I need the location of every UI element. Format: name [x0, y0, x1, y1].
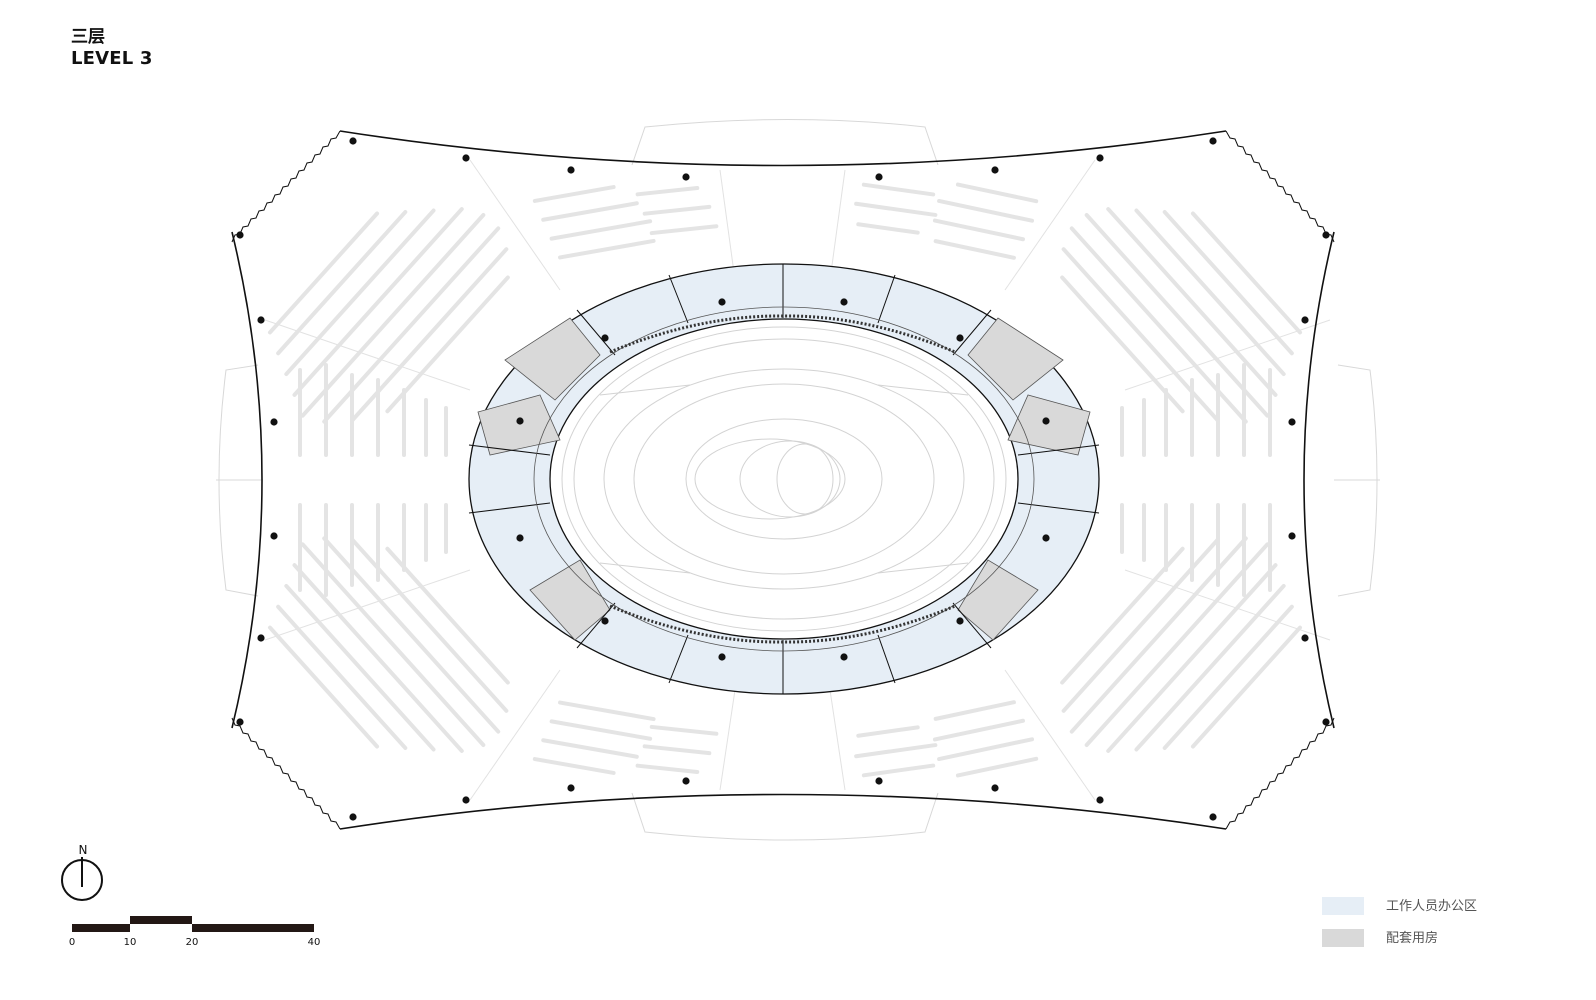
stepped-facade-se: [1225, 717, 1335, 830]
column-1: [349, 137, 357, 145]
central-bowl: [561, 326, 1007, 632]
column-40: [840, 653, 848, 661]
scale-tick-10: 10: [123, 937, 137, 948]
column-3: [567, 166, 575, 174]
column-21: [349, 813, 357, 821]
column-20: [1322, 718, 1330, 726]
scale-segment-3: [192, 924, 314, 932]
column-4: [682, 173, 690, 181]
structural-columns: [236, 137, 1330, 821]
column-24: [682, 777, 690, 785]
column-36: [1042, 534, 1050, 542]
column-25: [875, 777, 883, 785]
column-15: [1322, 231, 1330, 239]
stepped-facade-ne: [1225, 130, 1335, 243]
column-32: [956, 334, 964, 342]
title-chinese: 三层: [71, 27, 105, 47]
inner-serrated-edge: [609, 314, 956, 644]
column-18: [1288, 532, 1296, 540]
seating-rows: [267, 182, 1303, 778]
legend-swatch-office: [1322, 897, 1364, 915]
column-27: [1096, 796, 1104, 804]
column-26: [991, 784, 999, 792]
column-7: [1096, 154, 1104, 162]
drawing-title: 三层 LEVEL 3: [71, 26, 153, 70]
column-34: [1042, 417, 1050, 425]
column-37: [601, 617, 609, 625]
column-16: [1301, 316, 1309, 324]
stepped-facade-nw: [231, 130, 341, 243]
scale-segment-2: [130, 916, 192, 924]
seating-dividers: [264, 159, 1331, 801]
column-38: [956, 617, 964, 625]
column-12: [270, 532, 278, 540]
column-9: [236, 231, 244, 239]
legend-label-office: 工作人员办公区: [1386, 899, 1478, 914]
column-8: [1209, 137, 1217, 145]
scale-tick-40: 40: [307, 937, 321, 948]
column-13: [257, 634, 265, 642]
stepped-facade-sw: [231, 717, 341, 830]
north-label: N: [78, 843, 88, 857]
column-11: [270, 418, 278, 426]
column-22: [462, 796, 470, 804]
column-14: [236, 718, 244, 726]
column-29: [718, 298, 726, 306]
column-19: [1301, 634, 1309, 642]
legend-swatch-service: [1322, 929, 1364, 947]
column-23: [567, 784, 575, 792]
outer-boundary: [231, 130, 1335, 830]
column-30: [840, 298, 848, 306]
north-arrow: N: [60, 843, 106, 903]
entrance-bays: [216, 119, 1380, 841]
office-ring: [468, 263, 1100, 695]
scale-tick-20: 20: [185, 937, 199, 948]
column-10: [257, 316, 265, 324]
column-31: [601, 334, 609, 342]
column-33: [516, 417, 524, 425]
scale-bar: 0 10 20 40: [68, 914, 332, 954]
scale-segment-1: [72, 924, 130, 932]
column-39: [718, 653, 726, 661]
column-2: [462, 154, 470, 162]
column-5: [875, 173, 883, 181]
legend-label-service: 配套用房: [1386, 931, 1439, 946]
column-17: [1288, 418, 1296, 426]
column-28: [1209, 813, 1217, 821]
column-35: [516, 534, 524, 542]
title-english: LEVEL 3: [71, 48, 153, 69]
scale-tick-0: 0: [68, 937, 76, 948]
column-6: [991, 166, 999, 174]
